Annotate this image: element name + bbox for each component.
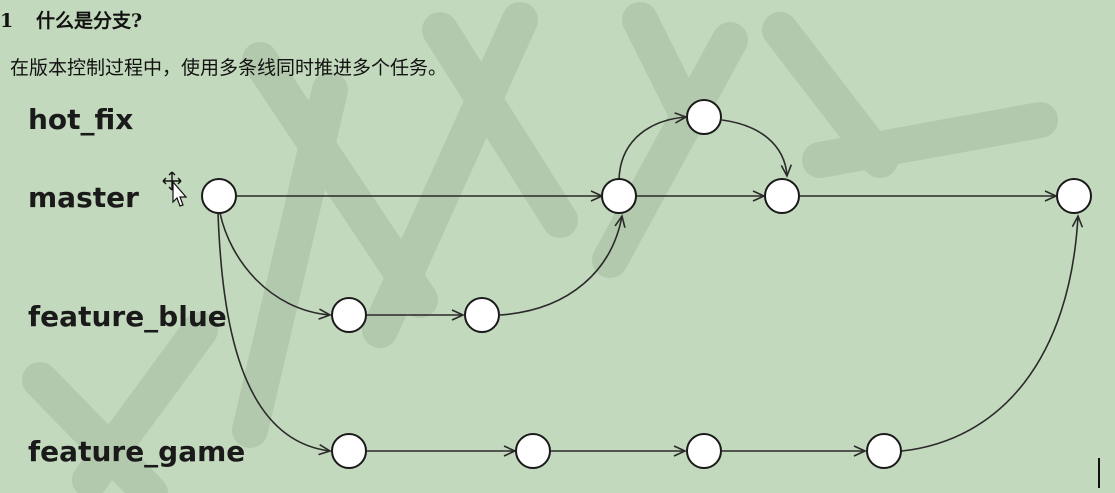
edge-game-out	[217, 212, 332, 456]
commit-node-game-4	[866, 433, 902, 469]
commit-node-master-1	[601, 178, 637, 214]
branch-label-feature-game: feature_game	[28, 435, 246, 468]
commit-node-game-2	[515, 433, 551, 469]
section-description: 在版本控制过程中，使用多条线同时推进多个任务。	[10, 57, 448, 79]
section-number: 1	[0, 10, 14, 32]
commit-node-master-2	[764, 178, 800, 214]
edge-hotfix-merge	[721, 119, 793, 178]
text-cursor	[1098, 458, 1100, 488]
mouse-cursor-icon	[162, 171, 188, 207]
watermark	[22, 2, 1058, 493]
edge-blue-merge	[499, 214, 626, 316]
section-title: 什么是分支?	[36, 10, 143, 32]
commit-node-master-0	[201, 178, 237, 214]
branch-label-feature-blue: feature_blue	[28, 300, 227, 333]
commit-node-hotfix-1	[686, 99, 722, 135]
branch-label-master: master	[28, 181, 139, 214]
commit-node-game-3	[686, 433, 722, 469]
commit-node-game-1	[331, 433, 367, 469]
section-heading: 1 什么是分支?	[0, 6, 142, 33]
commit-node-blue-1	[331, 297, 367, 333]
edge-game-merge	[901, 214, 1084, 452]
edge-blue-out	[219, 212, 332, 320]
commit-node-blue-2	[464, 297, 500, 333]
commit-node-master-3	[1056, 178, 1092, 214]
edge-hotfix-out	[618, 112, 688, 181]
branch-label-hot-fix: hot_fix	[28, 103, 134, 136]
